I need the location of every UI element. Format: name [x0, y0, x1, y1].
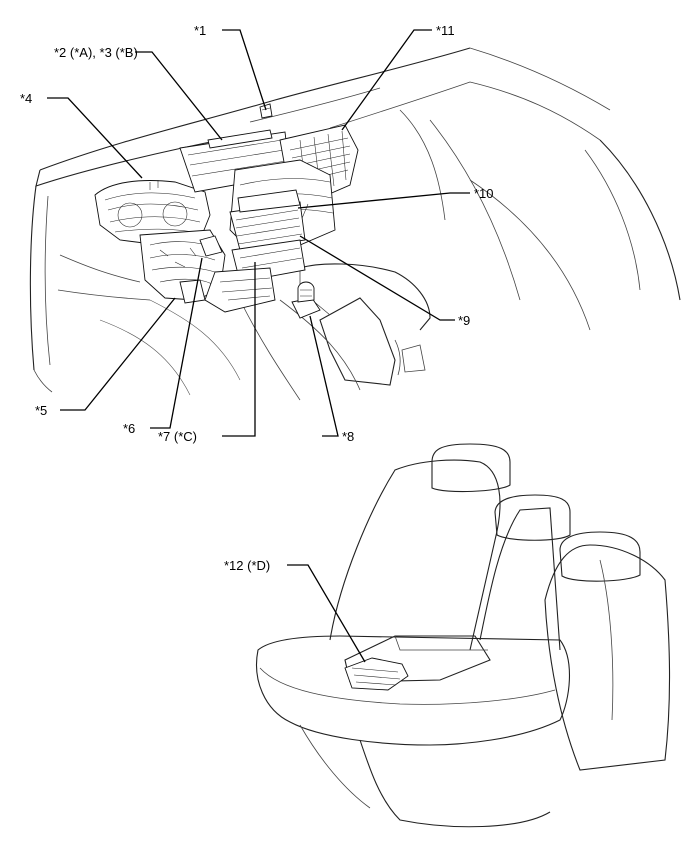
leader-line-6 [150, 257, 203, 429]
shift-switch-drawing [291, 281, 321, 319]
leader-line-11 [341, 29, 432, 131]
callout-7: *7 (*C) [158, 429, 197, 444]
cabin-interior-drawing [29, 47, 681, 401]
callout-4: *4 [20, 91, 32, 106]
leader-line-2 [135, 51, 223, 141]
leader-line-4 [47, 97, 143, 179]
leader-lines [47, 29, 470, 663]
leader-line-1 [222, 29, 267, 111]
callout-labels: *1 *2 (*A), *3 (*B) *4 *5 *6 *7 (*C) *8 … [20, 23, 494, 573]
callout-11: *11 [436, 23, 455, 38]
leader-line-7 [222, 262, 256, 437]
leader-line-5 [60, 297, 176, 411]
leader-line-9 [299, 235, 455, 321]
sensor-part-drawing [259, 103, 273, 119]
callout-5: *5 [35, 403, 47, 418]
center-cluster-panel-drawing [204, 189, 306, 313]
leader-line-12 [287, 564, 366, 663]
leader-line-10 [297, 192, 470, 209]
rear-seat-drawing [256, 443, 671, 828]
callout-10: *10 [474, 186, 494, 201]
leader-line-8 [309, 315, 339, 437]
callout-6: *6 [123, 421, 135, 436]
callout-8: *8 [342, 429, 354, 444]
callout-12: *12 (*D) [224, 558, 270, 573]
callout-2-3: *2 (*A), *3 (*B) [54, 45, 138, 60]
callout-1: *1 [194, 23, 206, 38]
callout-9: *9 [458, 313, 470, 328]
